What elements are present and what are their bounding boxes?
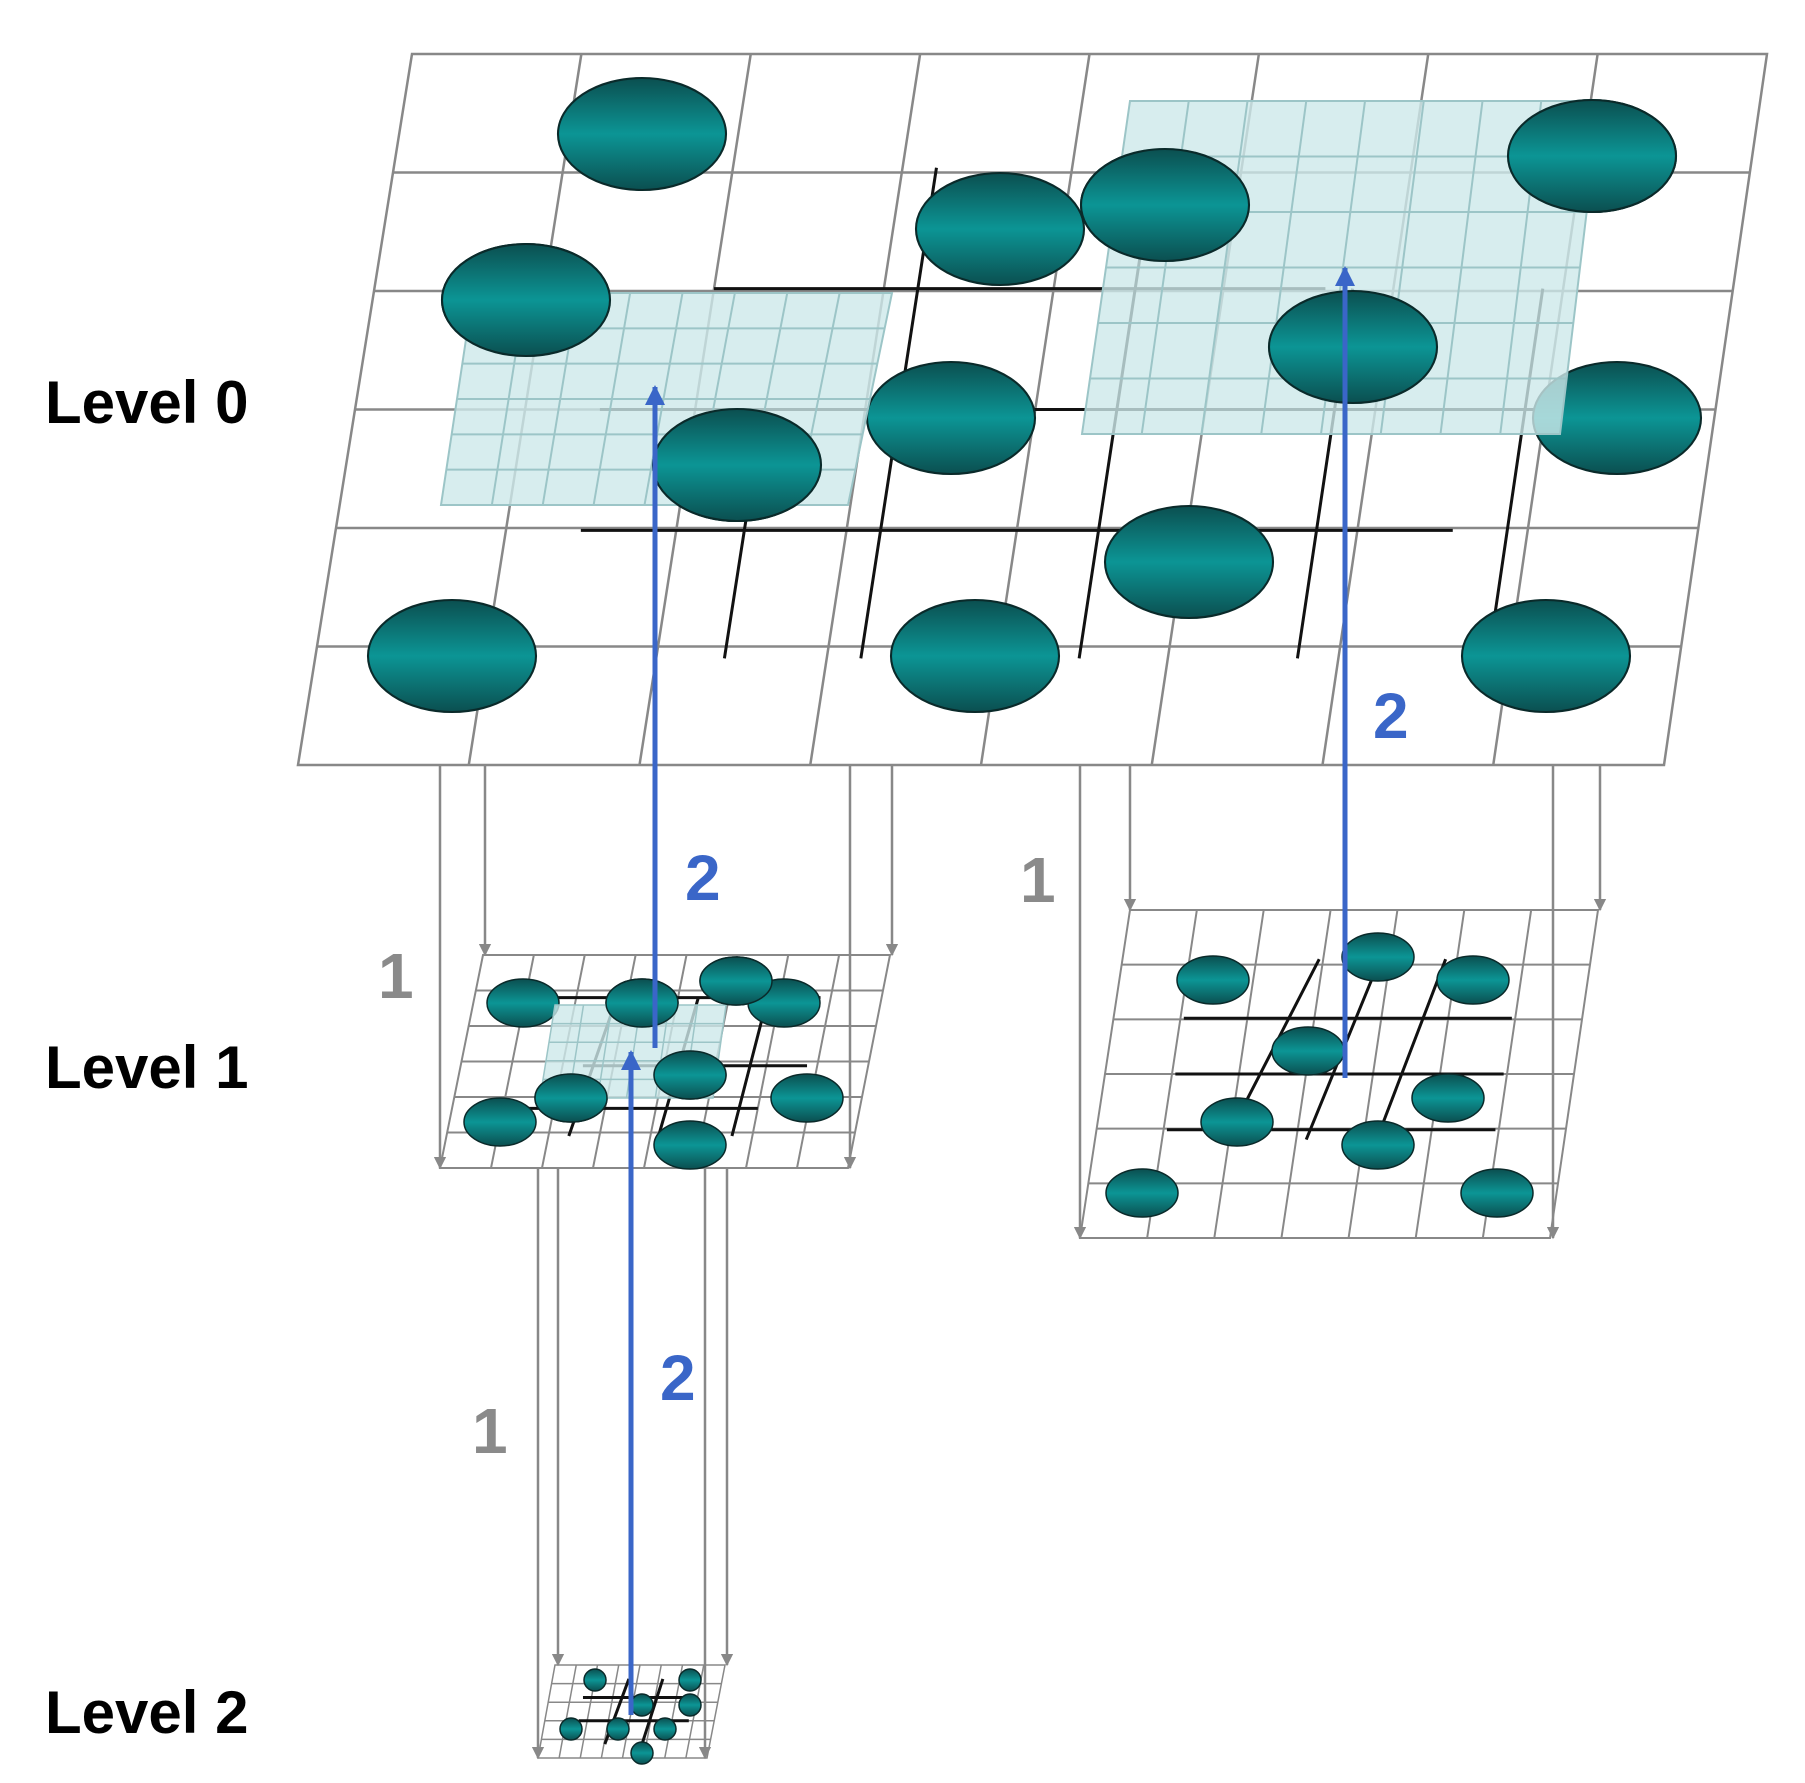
transfer-arrows [621, 266, 1355, 1715]
level-1-right-node [1411, 1073, 1485, 1123]
level-1-right-node [1460, 1168, 1534, 1218]
level-0-node [1460, 598, 1632, 714]
level-0-label: Level 0 [45, 369, 248, 436]
level-0-node [865, 360, 1037, 476]
level-0-node [889, 598, 1061, 714]
restriction-label-l1-l2: 1 [472, 1395, 508, 1467]
level-0-node-front [440, 242, 612, 358]
level-1-right-node [1341, 932, 1415, 982]
level-1-left-node-front [699, 956, 773, 1006]
level-1-right-node [1176, 955, 1250, 1005]
level-0-node [366, 598, 538, 714]
level-1-highlight-col-line [596, 1004, 613, 1099]
level-1-label: Level 1 [45, 1034, 248, 1101]
level-0-node [1103, 504, 1275, 620]
level-2-label: Level 2 [45, 1679, 248, 1746]
level-0-node [914, 171, 1086, 287]
prolongation-label-l2-l1: 2 [660, 1342, 696, 1414]
level-2-node [559, 1717, 583, 1741]
level-2-node [630, 1741, 654, 1765]
level-0-node-front [1079, 147, 1251, 263]
level-2-node [583, 1668, 607, 1692]
prolongation-label-l1-l0-right: 2 [1373, 680, 1409, 752]
level-0-node [556, 76, 728, 192]
level-2-coarse-links-segment [640, 1678, 665, 1745]
level-2-node [630, 1693, 654, 1717]
level-1-left-node [653, 1120, 727, 1170]
level-1-right-node [1341, 1120, 1415, 1170]
level-2-node [606, 1717, 630, 1741]
level-connectors [433, 765, 1607, 1760]
level-1-left-node [463, 1097, 537, 1147]
level-1-right-node [1200, 1097, 1274, 1147]
level-2-node [678, 1668, 702, 1692]
level-2-node [678, 1693, 702, 1717]
level-1-left-node [486, 978, 560, 1028]
level-2-node [653, 1717, 677, 1741]
level-1-right-node [1271, 1026, 1345, 1076]
prolongation-label-l1-l0-left: 2 [685, 842, 721, 914]
level-1-left-node-front [653, 1050, 727, 1100]
level-0-node-front [651, 407, 823, 523]
restriction-label-l0-l1-right: 1 [1020, 844, 1056, 916]
level-1-left-node-front [605, 978, 679, 1028]
level-1-left-node-front [534, 1073, 608, 1123]
level-1-left-node [770, 1073, 844, 1123]
restriction-label-l0-l1-left: 1 [378, 940, 414, 1012]
level-2-grid-col-line [558, 1664, 577, 1759]
level-1-right-node [1436, 955, 1510, 1005]
level-0-node-front [1267, 289, 1439, 405]
level-0-node-front [1506, 98, 1678, 214]
level-1-right-coarse-links-segment [1375, 958, 1448, 1141]
level-1-right-node [1105, 1168, 1179, 1218]
